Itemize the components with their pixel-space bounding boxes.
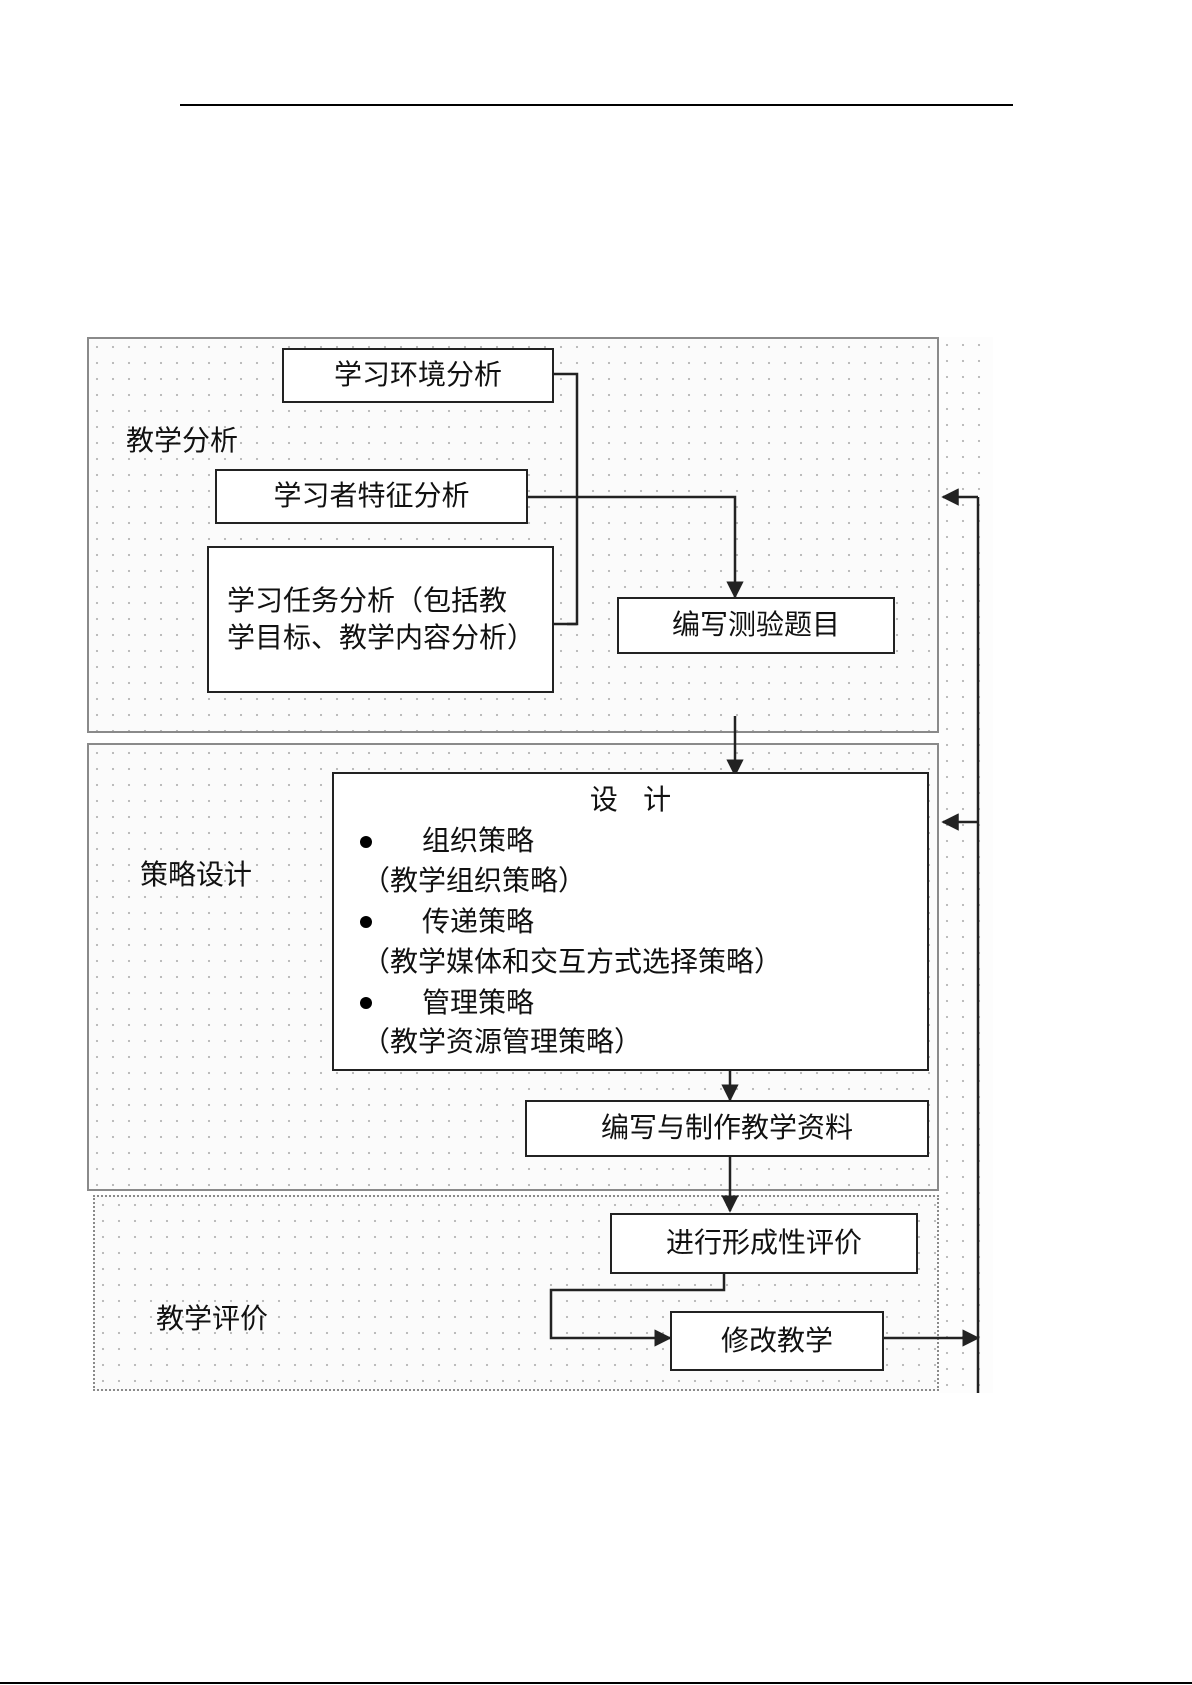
- box-learning-task: 学习任务分析（包括教学目标、教学内容分析）: [207, 546, 554, 693]
- design-item-organization: 组织策略: [360, 823, 927, 859]
- design-item-management: 管理策略: [360, 985, 927, 1021]
- design-title: 设计: [334, 782, 927, 818]
- box-learner-characteristics: 学习者特征分析: [215, 469, 528, 524]
- box-design: 设计 组织策略 （教学组织策略） 传递策略 （教学媒体和交互方式选择策略） 管理…: [332, 772, 929, 1071]
- arrow-learner-to-test: [528, 497, 735, 597]
- design-item-detail: （教学媒体和交互方式选择策略）: [362, 944, 927, 980]
- bullet-icon: [360, 916, 372, 928]
- design-item-delivery: 传递策略: [360, 904, 927, 940]
- box-revise-instruction: 修改教学: [670, 1311, 884, 1371]
- bullet-icon: [360, 997, 372, 1009]
- design-item-label: 传递策略: [422, 904, 534, 940]
- design-item-detail: （教学组织策略）: [362, 863, 927, 899]
- design-item-detail: （教学资源管理策略）: [362, 1024, 927, 1060]
- box-learning-environment: 学习环境分析: [282, 348, 554, 403]
- box-write-test-items: 编写测验题目: [617, 597, 895, 654]
- bullet-icon: [360, 836, 372, 848]
- bracket-environment: [554, 374, 577, 624]
- box-learning-task-text: 学习任务分析（包括教学目标、教学内容分析）: [227, 583, 534, 656]
- design-item-label: 管理策略: [422, 985, 534, 1021]
- box-produce-materials: 编写与制作教学资料: [525, 1100, 929, 1157]
- design-item-label: 组织策略: [422, 823, 534, 859]
- box-formative-evaluation: 进行形成性评价: [610, 1213, 918, 1274]
